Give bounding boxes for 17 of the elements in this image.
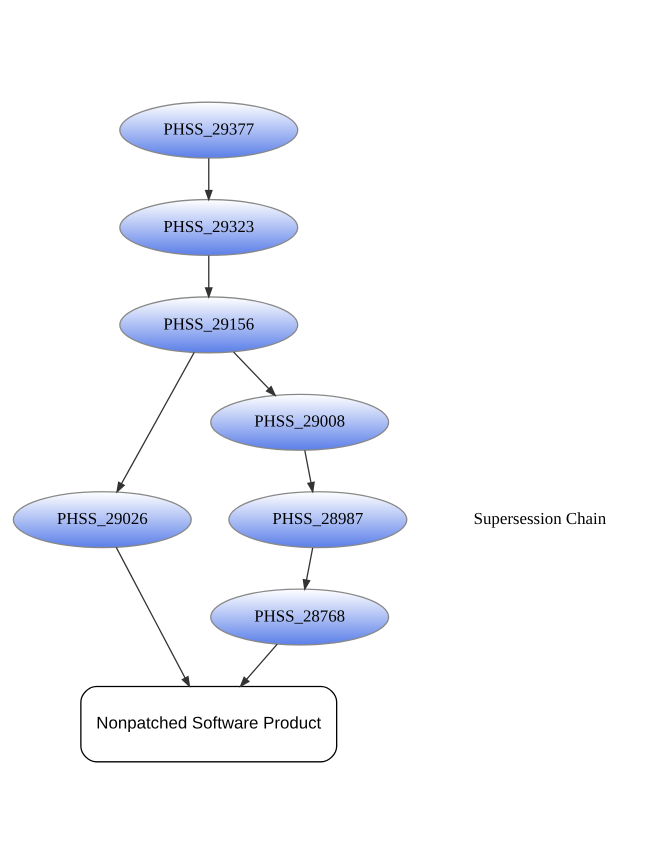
arrow <box>116 352 195 493</box>
node-ellipse: PHSS_29156 <box>119 296 298 353</box>
node-ellipse: PHSS_29008 <box>210 393 390 450</box>
arrow <box>302 547 314 591</box>
node-ellipse: PHSS_29323 <box>119 198 298 256</box>
arrow <box>233 351 277 396</box>
node-ellipse: PHSS_29377 <box>119 101 298 158</box>
arrow <box>239 643 278 688</box>
arrow <box>116 546 190 688</box>
arrow <box>204 255 213 298</box>
arrow <box>204 158 213 202</box>
label: Supersession Chain <box>474 508 606 528</box>
node-box: Nonpatched Software Product <box>80 685 338 762</box>
node-ellipse: PHSS_28987 <box>228 490 408 548</box>
node-ellipse: PHSS_28768 <box>210 588 390 646</box>
arrow <box>304 450 315 494</box>
node-ellipse: PHSS_29026 <box>12 490 192 548</box>
